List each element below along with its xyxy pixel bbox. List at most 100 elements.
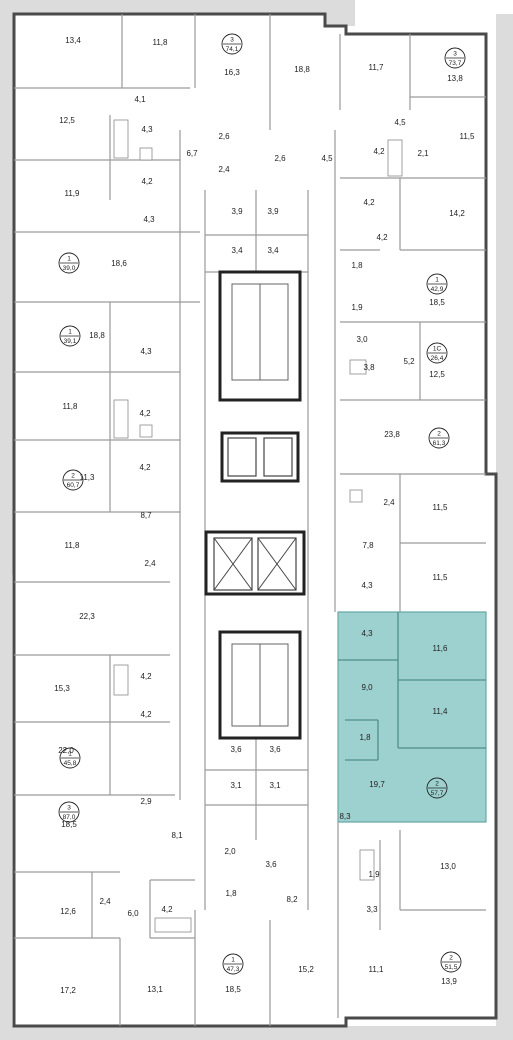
- apartment-room-count: 3: [453, 51, 457, 58]
- apartment-badge-circle: [428, 427, 450, 449]
- apartment-badge-circle: [222, 953, 244, 975]
- room-area-label: 2,6: [218, 132, 230, 141]
- room-area-label: 1,8: [225, 889, 237, 898]
- apartment-badge-circle: [426, 777, 448, 799]
- apartment-room-count: 1: [67, 256, 71, 263]
- apartment-room-count: 2: [437, 431, 441, 438]
- room-area-label: 4,3: [361, 581, 373, 590]
- room-area-label: 18,5: [429, 298, 445, 307]
- room-area-label: 4,3: [141, 125, 153, 134]
- room-area-label: 3,4: [267, 246, 279, 255]
- apartment-badge[interactable]: 260,7: [62, 469, 84, 491]
- room-area-label: 8,1: [171, 831, 183, 840]
- room-area-label: 8,7: [140, 511, 152, 520]
- room-area-label: 12,5: [429, 370, 445, 379]
- exterior-walls: [12, 12, 498, 1028]
- room-area-label: 6,0: [127, 909, 139, 918]
- room-area-label: 4,3: [361, 629, 373, 638]
- room-area-label: 18,5: [225, 985, 241, 994]
- room-area-label: 11,4: [433, 707, 449, 716]
- apartment-badge[interactable]: 145,8: [59, 747, 81, 769]
- room-area-label: 1,9: [351, 303, 363, 312]
- room-area-label: 3,9: [267, 207, 279, 216]
- room-area-label: 8,3: [339, 812, 351, 821]
- room-area-label: 13,9: [441, 977, 457, 986]
- room-area-label: 2,0: [224, 847, 236, 856]
- room-area-label: 11,6: [433, 644, 449, 653]
- room-area-label: 2,6: [274, 154, 286, 163]
- room-area-label: 4,2: [140, 710, 152, 719]
- room-area-label: 22,3: [79, 612, 95, 621]
- apartment-room-count: 1: [231, 957, 235, 964]
- apartment-total-area: 45,8: [64, 760, 77, 767]
- apartment-room-count: 3: [67, 805, 71, 812]
- room-area-label: 1,9: [368, 870, 380, 879]
- room-area-label: 4,2: [139, 409, 151, 418]
- apartment-badge-circle: [444, 47, 466, 69]
- room-area-label: 1,8: [359, 733, 371, 742]
- apartment-total-area: 39,1: [64, 338, 77, 345]
- room-area-label: 4,1: [134, 95, 146, 104]
- room-area-label: 11,5: [460, 132, 476, 141]
- apartment-total-area: 39,0: [63, 265, 76, 272]
- apartment-room-count: 3: [230, 37, 234, 44]
- apartment-total-area: 87,0: [63, 814, 76, 821]
- room-area-label: 11,8: [153, 38, 169, 47]
- room-area-label: 4,2: [139, 463, 151, 472]
- room-area-label: 17,2: [60, 986, 76, 995]
- room-area-label: 3,6: [265, 860, 277, 869]
- interior-walls: [14, 14, 486, 1026]
- room-area-label: 4,2: [363, 198, 375, 207]
- room-area-label: 11,8: [65, 541, 81, 550]
- room-area-label: 19,7: [369, 780, 385, 789]
- room-area-label: 3,6: [230, 745, 242, 754]
- room-area-label: 5,2: [403, 357, 415, 366]
- room-area-label: 2,4: [218, 165, 230, 174]
- apartment-badge[interactable]: 373,7: [444, 47, 466, 69]
- room-area-label: 11,8: [63, 402, 79, 411]
- room-area-label: 11,7: [369, 63, 385, 72]
- apartment-badge[interactable]: 387,0: [58, 801, 80, 823]
- apartment-highlight[interactable]: [337, 611, 487, 823]
- apartment-badge[interactable]: 139,1: [59, 325, 81, 347]
- apartment-badge[interactable]: 261,3: [428, 427, 450, 449]
- apartment-total-area: 57,7: [431, 790, 444, 797]
- room-area-label: 9,0: [361, 683, 373, 692]
- room-area-label: 11,3: [80, 473, 96, 482]
- room-area-label: 13,0: [440, 862, 456, 871]
- room-area-label: 16,3: [224, 68, 240, 77]
- room-area-label: 18,5: [61, 820, 77, 829]
- room-area-label: 8,2: [286, 895, 298, 904]
- apartment-total-area: 42,9: [431, 286, 444, 293]
- room-area-label: 4,5: [321, 154, 333, 163]
- room-area-label: 11,1: [369, 965, 385, 974]
- apartment-badge[interactable]: 374,1: [221, 33, 243, 55]
- apartment-total-area: 61,3: [433, 440, 446, 447]
- apartment-badge[interactable]: 257,7: [426, 777, 448, 799]
- apartment-badge[interactable]: 139,0: [58, 252, 80, 274]
- room-area-label: 3,1: [269, 781, 281, 790]
- room-area-label: 12,5: [59, 116, 75, 125]
- room-area-label: 4,2: [140, 672, 152, 681]
- room-area-label: 6,7: [186, 149, 198, 158]
- room-area-label: 3,1: [230, 781, 242, 790]
- apartment-room-count: 1С: [433, 346, 442, 353]
- apartment-badge[interactable]: 251,5: [440, 951, 462, 973]
- room-area-label: 2,9: [140, 797, 152, 806]
- room-area-label: 15,3: [54, 684, 70, 693]
- room-area-label: 13,8: [447, 74, 463, 83]
- apartment-badge[interactable]: 142,9: [426, 273, 448, 295]
- apartment-total-area: 74,1: [226, 46, 239, 53]
- room-area-label: 12,6: [60, 907, 76, 916]
- room-area-label: 4,3: [143, 215, 155, 224]
- room-area-label: 4,3: [140, 347, 152, 356]
- room-area-label: 3,9: [231, 207, 243, 216]
- room-area-label: 14,2: [449, 209, 465, 218]
- room-area-label: 4,5: [394, 118, 406, 127]
- room-area-label: 13,4: [65, 36, 81, 45]
- room-area-label: 4,2: [376, 233, 388, 242]
- room-area-label: 3,0: [356, 335, 368, 344]
- apartment-badge[interactable]: 147,3: [222, 953, 244, 975]
